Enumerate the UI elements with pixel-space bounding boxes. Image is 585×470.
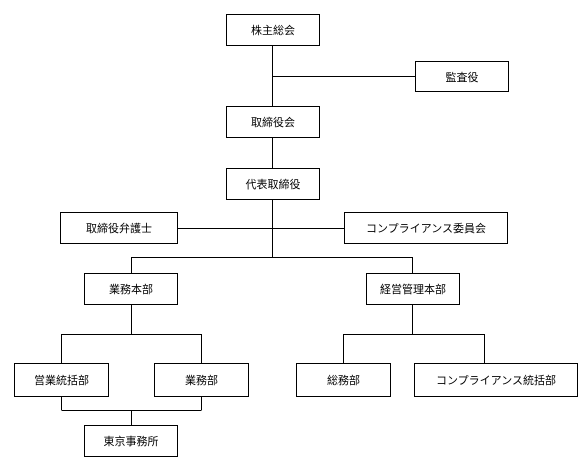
auditor-box: 監査役 bbox=[415, 61, 509, 92]
director-lawyer-box: 取締役弁護士 bbox=[60, 212, 178, 244]
business-dept-box: 業務部 bbox=[154, 363, 249, 397]
tokyo-office-box: 東京事務所 bbox=[84, 425, 178, 457]
board-of-directors-box: 取締役会 bbox=[226, 106, 320, 138]
sales-general-dept-box: 営業統括部 bbox=[14, 363, 109, 397]
compliance-committee-box: コンプライアンス委員会 bbox=[344, 212, 508, 244]
management-headquarters-box: 経営管理本部 bbox=[366, 273, 460, 305]
business-headquarters-box: 業務本部 bbox=[84, 273, 178, 305]
general-affairs-dept-box: 総務部 bbox=[296, 363, 391, 397]
compliance-general-dept-box: コンプライアンス統括部 bbox=[414, 363, 578, 397]
shareholders-meeting-box: 株主総会 bbox=[226, 14, 320, 46]
representative-director-box: 代表取締役 bbox=[226, 168, 320, 200]
